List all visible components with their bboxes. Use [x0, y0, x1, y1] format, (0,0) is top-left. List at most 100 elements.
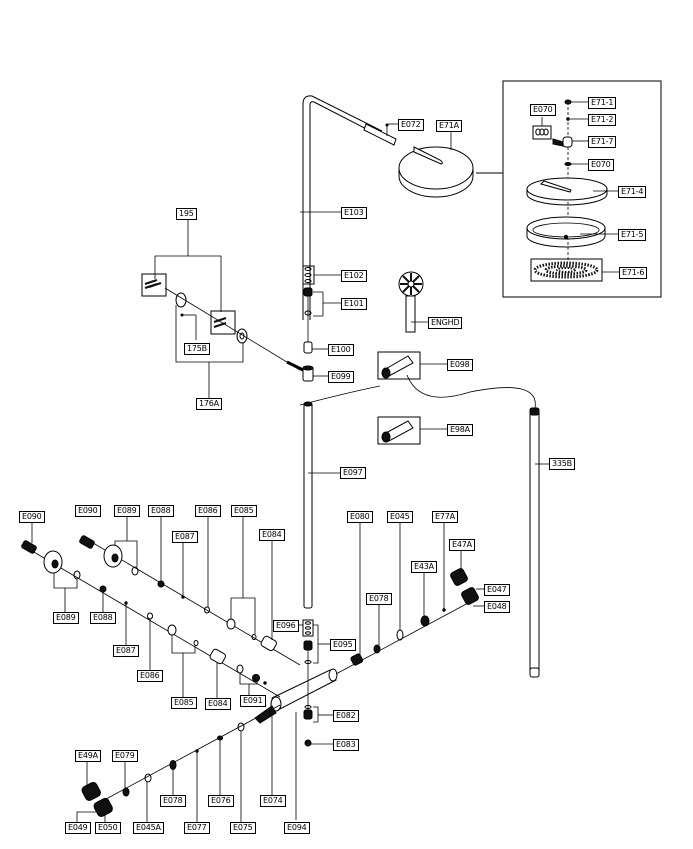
part-label[interactable]: E049 — [65, 822, 91, 834]
part-e98a-box — [377, 416, 421, 445]
part-e079 — [122, 787, 130, 797]
part-label[interactable]: 335B — [549, 458, 575, 470]
part-e074 — [254, 705, 277, 724]
part-label[interactable]: E070 — [530, 104, 556, 116]
part-e088-b — [157, 580, 165, 588]
part-e080 — [350, 653, 364, 666]
part-label[interactable]: E71-6 — [619, 267, 648, 279]
part-195-anchors-b — [210, 310, 236, 335]
part-label[interactable]: E091 — [240, 695, 266, 707]
part-label[interactable]: E088 — [148, 505, 174, 517]
part-label[interactable]: E102 — [341, 270, 367, 282]
part-label[interactable]: E103 — [341, 207, 367, 219]
part-e078-b — [169, 760, 177, 770]
hose-line-left — [299, 385, 381, 406]
part-label[interactable]: E71-7 — [588, 136, 617, 148]
part-176a-flange — [236, 328, 248, 344]
part-label[interactable]: E77A — [432, 511, 458, 523]
part-e71a-showerhead — [398, 146, 474, 190]
part-label[interactable]: E084 — [259, 529, 285, 541]
part-label[interactable]: E072 — [398, 119, 424, 131]
part-label[interactable]: E045A — [133, 822, 164, 834]
part-label[interactable]: E048 — [484, 601, 510, 613]
part-e047-knob — [461, 587, 479, 605]
part-label[interactable]: E43A — [411, 561, 437, 573]
part-e49a-knob — [81, 781, 101, 801]
part-label[interactable]: E090 — [19, 511, 45, 523]
part-label[interactable]: E079 — [112, 750, 138, 762]
part-label[interactable]: E089 — [53, 612, 79, 624]
part-e71-6 — [530, 258, 603, 282]
part-label[interactable]: E050 — [95, 822, 121, 834]
part-label[interactable]: 176A — [196, 398, 222, 410]
part-e070-oring — [564, 162, 572, 166]
part-label[interactable]: E082 — [333, 710, 359, 722]
part-label[interactable]: 195 — [176, 208, 197, 220]
part-e100 — [303, 341, 313, 354]
part-e71-7 — [562, 136, 573, 148]
part-e049-knob — [93, 797, 113, 817]
part-label[interactable]: E078 — [160, 795, 186, 807]
part-label[interactable]: E100 — [328, 344, 354, 356]
part-label[interactable]: E097 — [340, 467, 366, 479]
part-e045 — [396, 629, 404, 641]
part-label[interactable]: E045 — [387, 511, 413, 523]
part-195-anchors-a — [141, 273, 167, 297]
part-e47a-knob — [450, 568, 468, 586]
part-label[interactable]: E71-5 — [618, 229, 647, 241]
part-label[interactable]: E077 — [184, 822, 210, 834]
part-e083 — [304, 739, 312, 747]
part-e084-b — [260, 635, 277, 652]
part-label[interactable]: E047 — [484, 584, 510, 596]
part-label[interactable]: E088 — [90, 612, 116, 624]
hose-line — [406, 374, 536, 409]
part-label[interactable]: ENGHD — [428, 317, 463, 329]
part-e085-a — [167, 624, 177, 636]
part-label[interactable]: E086 — [137, 670, 163, 682]
part-e096 — [302, 619, 314, 637]
part-e098-box — [377, 351, 421, 380]
part-e078 — [373, 644, 381, 654]
part-e097-riser — [303, 402, 313, 609]
part-label[interactable]: E074 — [260, 795, 286, 807]
part-e094-body — [271, 669, 337, 711]
part-label[interactable]: E087 — [172, 531, 198, 543]
part-label[interactable]: E075 — [230, 822, 256, 834]
part-label[interactable]: E083 — [333, 739, 359, 751]
part-label[interactable]: E090 — [75, 505, 101, 517]
part-label[interactable]: E49A — [75, 750, 101, 762]
part-label[interactable]: E094 — [284, 822, 310, 834]
part-label[interactable]: E71A — [436, 120, 462, 132]
part-e084-a — [209, 648, 226, 665]
part-label[interactable]: E47A — [449, 539, 475, 551]
part-label[interactable]: E080 — [347, 511, 373, 523]
part-label[interactable]: E099 — [328, 371, 354, 383]
part-e71-2 — [566, 117, 570, 121]
part-label[interactable]: E71-4 — [618, 186, 647, 198]
part-label[interactable]: E076 — [208, 795, 234, 807]
part-label[interactable]: E096 — [273, 620, 299, 632]
part-label[interactable]: E086 — [195, 505, 221, 517]
part-label[interactable]: E089 — [114, 505, 140, 517]
part-e095 — [303, 640, 313, 651]
part-label[interactable]: E084 — [205, 698, 231, 710]
part-label[interactable]: E078 — [366, 593, 392, 605]
part-label[interactable]: E71-2 — [588, 114, 617, 126]
part-label[interactable]: E101 — [341, 298, 367, 310]
overhead-detail-box — [502, 80, 662, 298]
part-label[interactable]: E71-1 — [588, 97, 617, 109]
part-335b-hose — [529, 410, 540, 674]
part-label[interactable]: 175B — [184, 343, 210, 355]
part-label[interactable]: E085 — [171, 697, 197, 709]
part-enghd-handle — [405, 295, 416, 333]
part-e085-b — [226, 618, 236, 630]
part-label[interactable]: E085 — [231, 505, 257, 517]
part-label[interactable]: E098 — [447, 359, 473, 371]
part-label[interactable]: E087 — [113, 645, 139, 657]
part-e090-a — [21, 540, 37, 554]
part-label[interactable]: E095 — [330, 639, 356, 651]
part-e71-7-nozzle — [552, 138, 564, 147]
part-label[interactable]: E98A — [447, 424, 473, 436]
part-e045a — [144, 773, 152, 783]
part-label[interactable]: E070 — [588, 159, 614, 171]
